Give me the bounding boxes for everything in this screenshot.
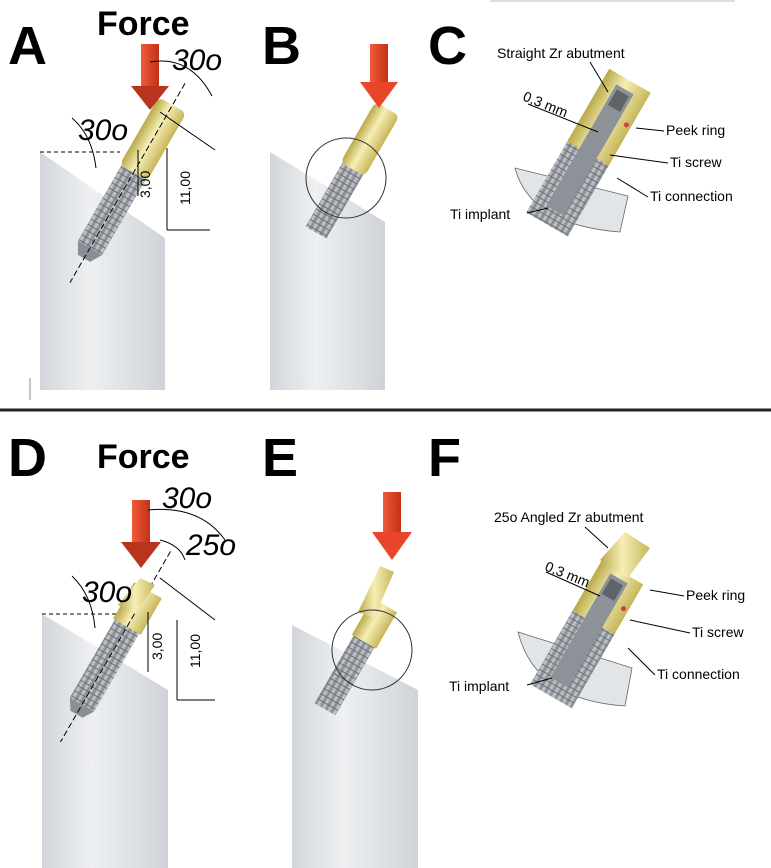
panel-a-dim-long: 11,00	[177, 171, 193, 205]
panel-c: C Straight Zr abutment 0,3 mm Peek ring …	[428, 16, 733, 237]
panel-a-letter: A	[8, 16, 47, 76]
panel-e-implant-assembly	[314, 598, 398, 716]
panel-f-implant-label: Ti implant	[449, 678, 509, 694]
panel-b-force-arrow	[360, 44, 398, 108]
panel-c-peek-label: Peek ring	[666, 122, 725, 138]
panel-a-force-label: Force	[97, 5, 190, 43]
panel-e-detail-circle	[331, 609, 413, 691]
panel-b: B	[262, 16, 398, 390]
panel-f-letter: F	[428, 428, 461, 488]
panel-d-bone-angle-arc	[71, 575, 96, 629]
panel-e-angled-abutment	[358, 566, 394, 618]
panel-f-screw-label: Ti screw	[692, 624, 744, 640]
panel-b-bone-block	[270, 152, 385, 390]
panel-d-bone-angle: 30o	[82, 576, 132, 609]
panel-a-force-arrow	[131, 44, 169, 110]
panel-f-connection-label: Ti connection	[657, 666, 740, 682]
panel-f-peek-ring-dot	[620, 606, 626, 612]
panel-d-letter: D	[8, 428, 47, 488]
panel-b-letter: B	[262, 16, 301, 76]
panel-a-load-angle-arc	[149, 60, 213, 97]
panel-d-force-arrow	[121, 500, 161, 568]
panel-d: D Force 30o 25o 30o 3,00 11,00	[8, 428, 236, 868]
panel-d-angled-abutment	[118, 578, 155, 612]
panel-d-dim-long: 11,00	[187, 634, 203, 668]
panel-a-bone-block	[40, 152, 165, 390]
panel-e: E	[262, 428, 418, 868]
panel-c-implant-label: Ti implant	[450, 206, 510, 222]
panel-b-implant-assembly	[305, 103, 398, 239]
panel-a-load-angle: 30o	[172, 44, 222, 77]
panel-d-bone-block	[42, 614, 168, 868]
panel-c-abutment-label: Straight Zr abutment	[497, 45, 625, 61]
panel-f-section-assembly	[530, 560, 644, 709]
panel-f-peek-label: Peek ring	[686, 587, 745, 603]
panel-c-connection-label: Ti connection	[650, 188, 733, 204]
panel-f-screw	[550, 573, 628, 688]
panel-f-angled-top	[600, 532, 650, 578]
panel-c-section-assembly	[526, 68, 651, 237]
panel-d-dim-short: 3,00	[149, 633, 165, 660]
panel-f-abutment-label: 25o Angled Zr abutment	[494, 509, 644, 525]
panel-c-letter: C	[428, 16, 467, 76]
panel-c-screw-label: Ti screw	[670, 154, 722, 170]
panel-d-abutment-angle: 25o	[185, 529, 236, 562]
panel-a-implant-assembly	[69, 83, 186, 283]
panel-b-detail-circle	[305, 137, 387, 219]
panel-a: A Force 30o 30o 3,00 11,00	[8, 5, 222, 390]
panel-d-force-label: Force	[97, 438, 190, 476]
panel-c-screw	[546, 84, 634, 216]
panel-a-bone-angle-arc	[71, 117, 97, 169]
panel-c-peek-ring-dot	[623, 122, 629, 128]
panel-a-dim-short: 3,00	[137, 171, 153, 198]
panel-e-letter: E	[262, 428, 298, 488]
panel-d-load-angle: 30o	[162, 482, 212, 515]
panel-d-load-angle-arc	[147, 508, 226, 541]
panel-f: F 25o Angled Zr abutment 0,3 mm Peek rin…	[428, 428, 745, 709]
panel-e-bone-block	[292, 625, 418, 868]
panel-a-bone-angle: 30o	[78, 114, 128, 147]
panel-e-force-arrow	[372, 492, 412, 560]
